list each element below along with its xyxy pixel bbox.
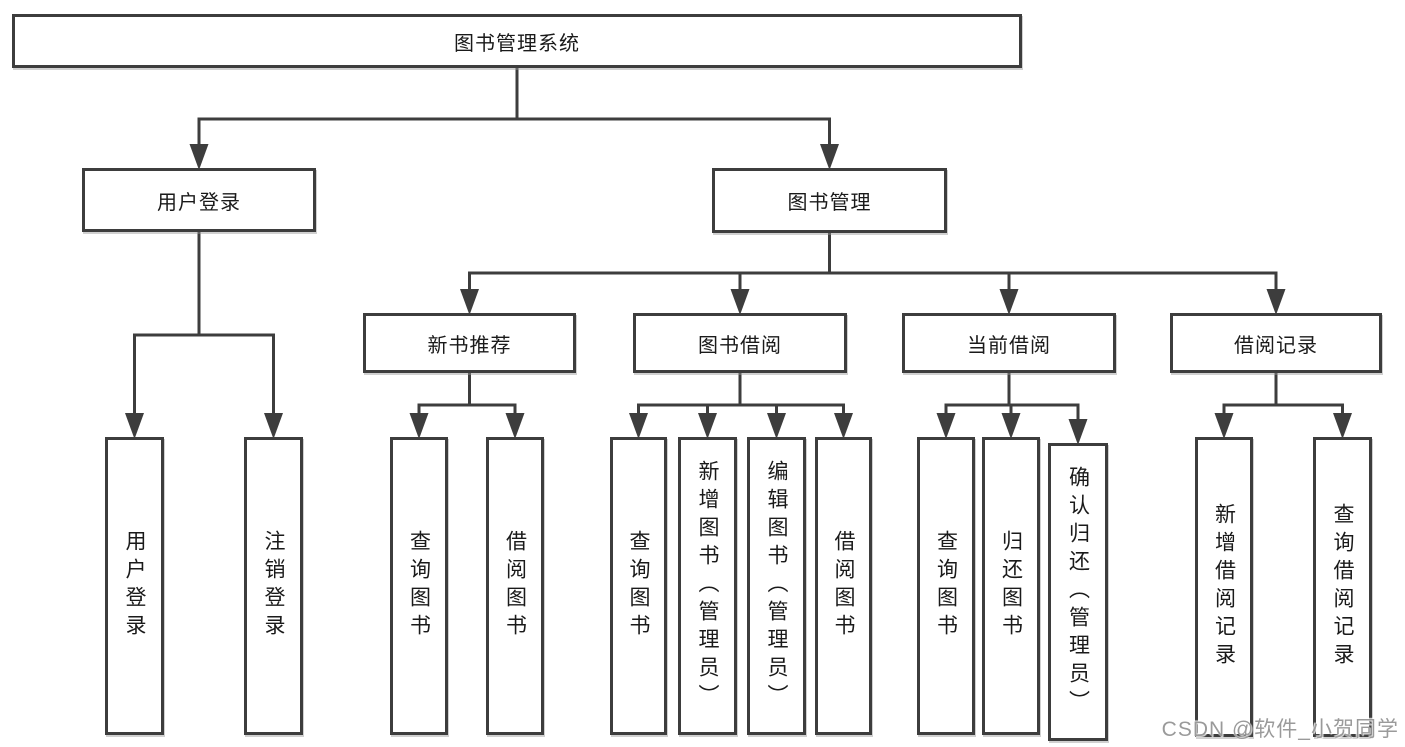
node-nb-query: 查询图书 [390,437,448,735]
node-label-br-query: 查询借阅记录 [1331,503,1354,671]
node-current-borrow: 当前借阅 [902,313,1116,373]
node-bb-borrow: 借阅图书 [815,437,872,735]
node-label-nb-borrow: 借阅图书 [503,530,527,642]
node-label-new-book-rec: 新书推荐 [427,334,512,357]
node-bb-query: 查询图书 [610,437,667,735]
node-book-mgmt: 图书管理 [712,168,947,233]
node-nb-borrow: 借阅图书 [486,437,544,735]
node-label-book-mgmt: 图书管理 [787,192,872,214]
node-label-root: 图书管理系统 [454,32,580,55]
node-br-add: 新增借阅记录 [1195,437,1253,737]
node-book-borrow: 图书借阅 [633,313,847,373]
node-borrow-record: 借阅记录 [1170,313,1382,373]
node-label-user-login: 用户登录 [157,191,241,214]
node-user-login: 用户登录 [82,168,316,232]
node-br-query: 查询借阅记录 [1313,437,1372,737]
node-label-cb-confirm: 确认归还（管理员） [1066,466,1090,718]
node-new-book-rec: 新书推荐 [363,313,576,373]
node-label-bb-add: 新增图书（管理员） [696,460,719,712]
node-label-book-borrow: 图书借阅 [698,334,782,357]
node-cb-query: 查询图书 [917,437,975,735]
node-root: 图书管理系统 [12,14,1022,68]
node-label-br-add: 新增借阅记录 [1212,503,1236,671]
node-label-logout-leaf: 注销登录 [262,530,285,642]
node-label-bb-edit: 编辑图书（管理员） [765,460,788,712]
node-label-borrow-record: 借阅记录 [1234,334,1318,357]
node-cb-confirm: 确认归还（管理员） [1048,443,1108,741]
node-bb-add: 新增图书（管理员） [678,437,737,735]
csdn-watermark: CSDN @软件_小贺同学 [1161,718,1399,741]
node-cb-return: 归还图书 [982,437,1040,735]
node-label-bb-borrow: 借阅图书 [832,530,855,642]
node-label-cb-return: 归还图书 [999,530,1023,642]
node-label-user-login-leaf: 用户登录 [123,530,146,642]
node-bb-edit: 编辑图书（管理员） [747,437,806,735]
node-label-current-borrow: 当前借阅 [967,334,1051,357]
node-label-nb-query: 查询图书 [407,530,431,642]
node-logout-leaf: 注销登录 [244,437,303,735]
node-label-bb-query: 查询图书 [627,530,650,642]
node-label-cb-query: 查询图书 [934,530,958,642]
node-user-login-leaf: 用户登录 [105,437,164,735]
